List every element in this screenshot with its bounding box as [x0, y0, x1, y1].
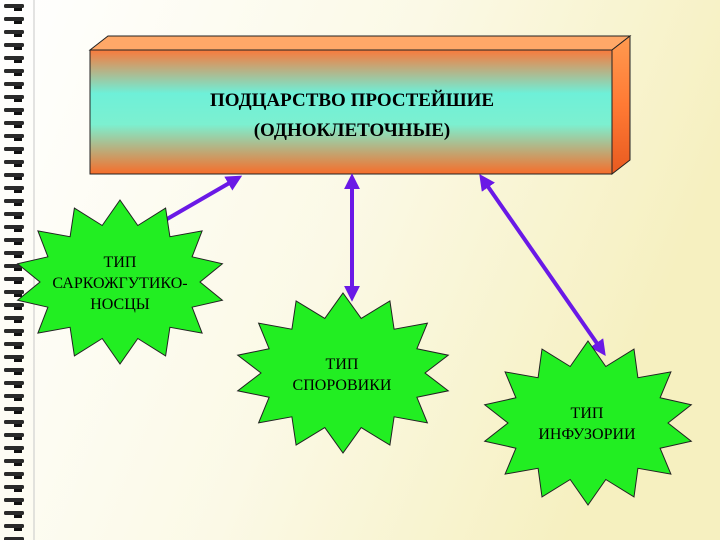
- spiral-ring: [4, 329, 24, 336]
- spiral-ring: [4, 420, 24, 427]
- spiral-ring: [4, 95, 24, 102]
- spiral-ring: [4, 108, 24, 115]
- spiral-ring: [4, 290, 24, 297]
- spiral-ring: [4, 342, 24, 349]
- spiral-ring: [4, 316, 24, 323]
- spiral-ring: [4, 160, 24, 167]
- spiral-ring: [4, 17, 24, 24]
- spiral-ring: [4, 433, 24, 440]
- star-ciliophora: [483, 340, 693, 506]
- spiral-ring: [4, 134, 24, 141]
- spiral-ring: [4, 498, 24, 505]
- spiral-ring: [4, 225, 24, 232]
- spiral-ring: [4, 173, 24, 180]
- spiral-ring: [4, 82, 24, 89]
- title-label: ПОДЦАРСТВО ПРОСТЕЙШИЕ (ОДНОКЛЕТОЧНЫЕ): [209, 90, 495, 141]
- title-box: [88, 34, 632, 176]
- spiral-ring: [4, 30, 24, 37]
- arrow-to-sarcomastigophora: [150, 175, 243, 229]
- spiral-ring: [4, 472, 24, 479]
- spiral-ring: [4, 212, 24, 219]
- title-box-side-face: [611, 34, 631, 176]
- spiral-ring: [4, 355, 24, 362]
- spiral-ring: [4, 511, 24, 518]
- title-box-front-face: [89, 49, 613, 175]
- spiral-ring: [4, 251, 24, 258]
- spiral-ring: [4, 147, 24, 154]
- type-label-ciliophora: ТИП ИНФУЗОРИИ: [538, 405, 636, 443]
- spiral-ring: [4, 277, 24, 284]
- spiral-ring: [4, 537, 24, 540]
- spiral-ring: [4, 524, 24, 531]
- type-label-sporozoa: ТИП СПОРОВИКИ: [292, 356, 392, 394]
- spiral-ring: [4, 446, 24, 453]
- spiral-ring: [4, 485, 24, 492]
- spiral-ring: [4, 407, 24, 414]
- type-label-sarcomastigophora: ТИП САРКОЖГУТИКО- НОСЦЫ: [52, 254, 188, 313]
- spiral-ring: [4, 56, 24, 63]
- spiral-ring: [4, 69, 24, 76]
- spiral-ring: [4, 199, 24, 206]
- spiral-ring: [4, 121, 24, 128]
- star-sarcomastigophora: [16, 199, 224, 365]
- spiral-ring: [4, 394, 24, 401]
- spiral-ring: [4, 381, 24, 388]
- spiral-ring: [4, 43, 24, 50]
- spiral-ring: [4, 238, 24, 245]
- spiral-ring: [4, 186, 24, 193]
- spiral-ring: [4, 368, 24, 375]
- notebook-spiral-binding: [4, 4, 24, 540]
- title-box-top-face: [88, 35, 632, 51]
- spiral-ring: [4, 303, 24, 310]
- spiral-ring: [4, 4, 24, 11]
- star-sporozoa: [236, 292, 450, 454]
- spiral-ring: [4, 459, 24, 466]
- arrow-to-ciliophora: [479, 174, 606, 356]
